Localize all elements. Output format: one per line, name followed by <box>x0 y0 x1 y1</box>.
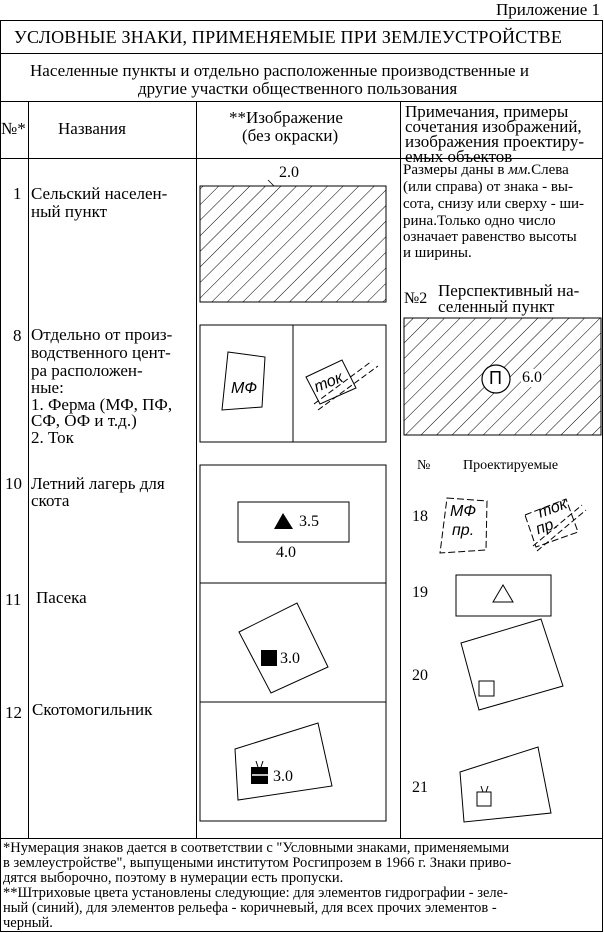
note-2-line-2: селенный пункт <box>438 297 555 316</box>
row-8-name-6: СФ, ОФ и т.д.) <box>31 411 137 430</box>
burial-ground-symbol <box>234 722 333 801</box>
col-header-image-2: (без окраски) <box>242 126 339 145</box>
sizes-note-6: и ширины. <box>403 245 472 261</box>
row-12-num: 12 <box>5 703 22 722</box>
perspective-label: П <box>489 368 502 388</box>
col-header-name: Названия <box>58 119 126 138</box>
row-8-name-1: Отдельно от произ- <box>31 325 173 344</box>
summer-camp-symbol <box>237 501 350 543</box>
dimension-label: 4.0 <box>276 544 296 561</box>
square-outline-icon <box>478 680 495 697</box>
row-10-name-1: Летний лагерь для <box>31 474 165 493</box>
projected-farm-label-pr: пр. <box>452 522 475 539</box>
divider <box>0 53 603 54</box>
row-1-num: 1 <box>13 184 22 203</box>
projected-camp-symbol <box>455 574 552 617</box>
footnote-1-line-1: *Нумерация знаков дается в соответствии … <box>3 840 510 856</box>
divider <box>0 838 603 839</box>
projected-num-19: 19 <box>412 584 428 601</box>
col-header-notes-2: сочетания изображений, <box>405 117 582 136</box>
col-header-image-1: **Изображение <box>229 108 343 127</box>
row-10-num: 10 <box>5 474 22 493</box>
projected-threshing-symbol <box>524 498 579 548</box>
page-title: УСЛОВНЫЕ ЗНАКИ, ПРИМЕНЯЕМЫЕ ПРИ ЗЕМЛЕУСТ… <box>14 27 563 47</box>
row-8-name-3: ра расположен- <box>31 361 143 380</box>
dimension-label: 2.0 <box>279 164 299 181</box>
sizes-note-1: Размеры даны в мм.Слева <box>403 162 569 178</box>
sizes-note-4: рина.Только одно число <box>403 213 556 229</box>
row-8-name-7: 2. Ток <box>31 428 74 447</box>
projected-apiary-symbol <box>460 618 564 711</box>
row-11-name-1: Пасека <box>36 588 87 607</box>
column-separator <box>400 101 401 838</box>
projected-title: Проектируемые <box>463 458 559 473</box>
section-title-line-1: Населенные пункты и отдельно расположенн… <box>30 61 529 80</box>
projected-num-header: № <box>417 458 431 473</box>
dimension-label: 3.5 <box>299 513 319 530</box>
farm-symbol <box>221 351 266 411</box>
threshing-floor-symbol <box>305 359 357 405</box>
filled-square-icon <box>261 650 277 666</box>
projected-burial-symbol <box>459 746 552 823</box>
row-11-num: 11 <box>5 590 22 609</box>
divider <box>0 101 603 102</box>
projected-farm-label: МФ <box>450 503 477 520</box>
note-2-line-1: Перспективный на- <box>438 281 580 300</box>
footnote-2-line-3: черный. <box>3 915 53 931</box>
divider <box>0 158 603 159</box>
dimension-label: 3.0 <box>280 650 300 667</box>
row-1-name-2: ный пункт <box>31 202 108 221</box>
column-separator <box>28 101 29 838</box>
projected-farm-symbol <box>439 497 488 554</box>
settlement-symbol <box>199 185 387 303</box>
square-outline-icon <box>476 791 492 807</box>
dimension-label: 6.0 <box>521 369 543 387</box>
page-frame <box>0 20 603 932</box>
appendix-label: Приложение 1 <box>496 0 600 19</box>
row-8-name-5: 1. Ферма (МФ, ПФ, <box>31 395 173 414</box>
triangle-outline-icon <box>492 584 514 603</box>
projected-num-21: 21 <box>412 779 428 796</box>
symbols-frame <box>199 464 387 822</box>
col-header-notes-1: Примечания, примеры <box>405 102 569 121</box>
triangle-icon <box>274 513 293 529</box>
row-12-name-1: Скотомогильник <box>32 700 153 719</box>
dimension-label: 3.0 <box>273 768 293 785</box>
col-header-num: №* <box>1 119 26 138</box>
sizes-note-3: сота, снизу или сверху - ши- <box>403 196 585 212</box>
row-1-name-1: Сельский населен- <box>31 184 168 203</box>
col-header-notes-3: изображения проектиру- <box>405 132 585 151</box>
farm-label: МФ <box>231 380 258 397</box>
projected-num-20: 20 <box>412 667 428 684</box>
row-8-name-4: ные: <box>31 378 64 397</box>
projected-num-18: 18 <box>412 508 428 525</box>
footnote-2-line-2: ный (синий), для элементов рельефа - кор… <box>3 900 497 916</box>
note-2-num: №2 <box>404 290 428 307</box>
footnote-2-line-1: **Штриховые цвета установлены следующие:… <box>3 885 508 901</box>
row-8-name-2: водственного цент- <box>31 343 171 362</box>
sizes-note-5: означает равенство высоты <box>403 229 577 245</box>
row-8-num: 8 <box>13 326 22 345</box>
apiary-symbol <box>238 602 329 694</box>
footnote-1-line-3: дятся выборочно, поэтому в нумерации ест… <box>3 870 344 886</box>
section-title-line-2: другие участки общественного пользования <box>138 79 458 98</box>
footnote-1-line-2: в землеустройстве", выпущеными институто… <box>3 855 512 871</box>
sizes-note-2: (или справа) от знака - вы- <box>403 179 574 195</box>
row-10-name-2: скота <box>31 491 70 510</box>
col-header-notes-4: емых объектов <box>405 147 513 166</box>
column-separator <box>196 101 197 838</box>
